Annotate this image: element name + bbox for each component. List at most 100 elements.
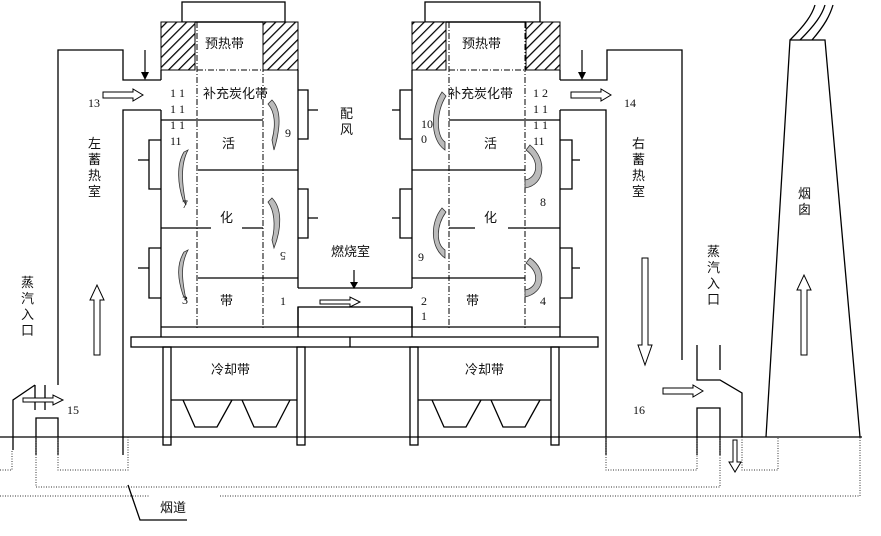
arrow-15-icon [22,394,65,406]
ref-number: 11 [170,134,182,148]
ref-number: 4 [540,294,546,308]
down-arrow-icon [141,72,149,80]
chimney-label: 烟 [798,187,811,202]
activation-zone-char: 化 [484,211,497,226]
ref-number: 15 [67,403,79,417]
left-regenerator-inner-wall [122,109,161,455]
table-leg [296,346,306,446]
right-arrow-icon [319,296,362,308]
left-regenerator-wall [57,49,161,385]
table-leg [409,346,419,446]
right-steam-inlet-label: 汽 [707,261,720,276]
arrow-16-icon [662,384,704,398]
left-regenerator-label: 左 [88,137,101,152]
left-steam-inlet-label: 蒸 [21,276,34,291]
left-regenerator-label: 蓄 [88,153,101,168]
left-side-port [138,247,161,299]
right-regenerator-inner-wall [560,109,607,455]
activation-zone-char: 带 [220,294,233,309]
ref-number: 9 [418,250,424,264]
hopper [182,399,291,428]
ref-number: 5 [280,249,286,263]
gas-flow-arrow-icon [524,144,543,189]
gas-flow-arrow-icon [178,149,189,206]
ref-number: 9 [285,126,291,140]
ref-number: 2 [421,294,427,308]
table-leg [162,346,172,446]
up-arrow-icon [796,273,812,356]
left-hatch-block [262,21,299,71]
up-arrow-icon [89,283,105,356]
air-mix-label: 配 [340,107,353,122]
left-steam-inlet-label: 汽 [21,292,34,307]
right-steam-inlet-label: 口 [707,293,720,308]
cooling-zone-label-right: 冷却带 [465,363,504,378]
left-steam-inlet-label: 入 [21,308,34,323]
ref-number: 1 1 [170,86,185,100]
air-mix-label: 风 [340,123,353,138]
gas-flow-arrow-icon [524,257,543,298]
right-side-port [298,188,318,239]
left-side-port [392,89,412,140]
down-arrow-icon [637,257,653,367]
ref-number: 1 1 [170,118,185,132]
combustion-chamber-label: 燃烧室 [331,244,370,260]
chimney-label: 囱 [798,203,811,218]
right-furnace [392,1,580,337]
supp-carbonization-label-right: 补充炭化带 [448,86,513,102]
right-regenerator-label: 右 [632,137,645,152]
right-flue-port [696,407,721,455]
ref-number: 1 2 [533,86,548,100]
down-arrow-icon [728,439,742,473]
left-flue-port [35,417,59,455]
ref-number: 13 [88,96,100,110]
left-furnace [138,1,318,337]
down-arrow-icon [578,72,586,80]
flue-leader-line [127,484,187,521]
right-regenerator-label: 室 [632,184,645,200]
right-side-port [560,247,580,299]
activation-zone-char: 带 [466,294,479,309]
supp-carbonization-label-left: 补充炭化带 [203,86,268,102]
right-steam-inlet-label: 蒸 [707,245,720,260]
preheat-zone-label-right: 预热带 [462,37,501,52]
ref-number: 1 1 [170,102,185,116]
right-side-port [560,139,580,190]
left-regenerator-label: 热 [88,169,101,184]
activation-zone-char: 化 [220,211,233,226]
flue-label: 烟道 [160,501,186,516]
ref-number: 1 1 [533,118,548,132]
activation-zone-char: 活 [222,137,235,152]
right-side-port [298,89,318,140]
right-steam-pipe [696,345,743,437]
left-steam-inlet-label: 口 [21,324,34,339]
smoke-icon [789,4,834,41]
right-hatch-block [525,21,561,71]
gas-flow-arrow-icon [267,99,280,151]
ref-number: 7 [182,197,188,211]
support-table [130,336,599,348]
gas-flow-arrow-icon [267,197,281,250]
arrow-14-icon [570,88,612,102]
gas-flow-arrow-icon [432,91,447,151]
right-steam-inlet-label: 入 [707,277,720,292]
gas-flow-arrow-icon [178,249,189,301]
ref-number: 11 [533,134,545,148]
chimney [765,39,861,438]
left-top-cap [181,1,286,23]
ref-number: 10 [421,117,433,131]
preheat-zone-label-left: 预热带 [205,37,244,52]
right-regenerator-label: 蓄 [632,153,645,168]
right-hatch-block [411,21,447,71]
left-side-port [392,188,412,239]
activation-zone-char: 活 [484,137,497,152]
ref-number: 1 [280,294,286,308]
ref-number: 16 [633,403,645,417]
left-side-port [138,139,161,190]
ref-number: 1 1 [533,102,548,116]
flue-dotted-lines [0,437,861,497]
ref-number: 8 [540,195,546,209]
right-top-cap [424,1,541,23]
ref-number: 3 [182,293,188,307]
ref-number: 14 [624,96,636,110]
